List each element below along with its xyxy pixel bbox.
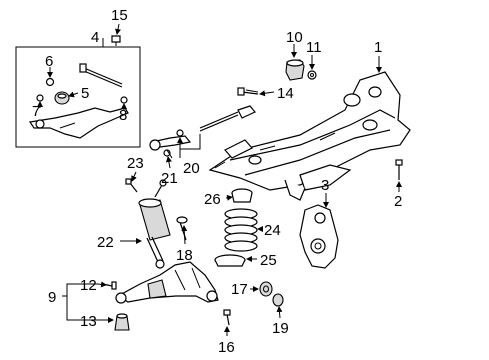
bolt-18	[176, 216, 188, 241]
inset-upper-arm	[28, 107, 129, 139]
callout-18: 18	[176, 247, 193, 264]
callout-7: 7	[32, 103, 40, 120]
callout-5: 5	[81, 85, 89, 102]
shock-absorber	[138, 179, 171, 269]
bolt-23	[125, 178, 138, 193]
callout-9: 9	[48, 289, 56, 306]
callout-23: 23	[127, 155, 144, 172]
callout-2: 2	[394, 193, 402, 210]
inset-nut-right	[120, 96, 128, 104]
callout-6: 6	[45, 53, 53, 70]
nut-19	[272, 293, 284, 307]
inset-box	[15, 46, 141, 148]
callout-16: 16	[218, 339, 235, 356]
knuckle	[299, 204, 339, 269]
callout-13: 13	[80, 313, 97, 330]
link-bar	[149, 135, 192, 159]
callout-10: 10	[286, 29, 303, 46]
spring-insulator	[231, 188, 253, 203]
bolt-2	[395, 159, 403, 180]
callout-12: 12	[80, 277, 97, 294]
bolt-12	[102, 281, 117, 290]
inset-nut	[45, 77, 55, 87]
callout-22: 22	[97, 234, 114, 251]
bushing-13	[114, 313, 130, 331]
callout-17: 17	[231, 281, 248, 298]
mount-bushing	[285, 59, 305, 81]
callout-20: 20	[183, 160, 200, 177]
callout-25: 25	[260, 252, 277, 269]
coil-spring	[224, 208, 258, 252]
inset-bushing	[54, 91, 70, 105]
bolt	[237, 87, 259, 96]
callout-11: 11	[306, 39, 322, 56]
callout-15: 15	[111, 7, 128, 24]
stabilizer-link	[176, 105, 256, 137]
callout-1: 1	[374, 39, 382, 56]
callout-14: 14	[277, 85, 294, 102]
callouts: 1 2 3 4 5 6 7 8 9 10 11 12 13 14 15 16 1…	[32, 7, 402, 356]
crossmember	[208, 71, 411, 201]
bolt-16	[223, 309, 231, 326]
callout-24: 24	[264, 222, 281, 239]
nut	[307, 70, 317, 80]
leader-lines	[37, 23, 402, 336]
callout-8: 8	[119, 107, 127, 124]
spring-seat	[214, 254, 246, 267]
bushing-17	[259, 281, 273, 297]
callout-4: 4	[91, 29, 99, 46]
callout-3: 3	[321, 177, 329, 194]
callout-21: 21	[161, 170, 178, 187]
lower-control-arm	[115, 261, 219, 304]
bolt-small	[111, 35, 121, 46]
callout-26: 26	[204, 191, 221, 208]
callout-19: 19	[272, 320, 289, 337]
inset-washer	[36, 94, 44, 102]
inset-bolt	[79, 63, 123, 88]
